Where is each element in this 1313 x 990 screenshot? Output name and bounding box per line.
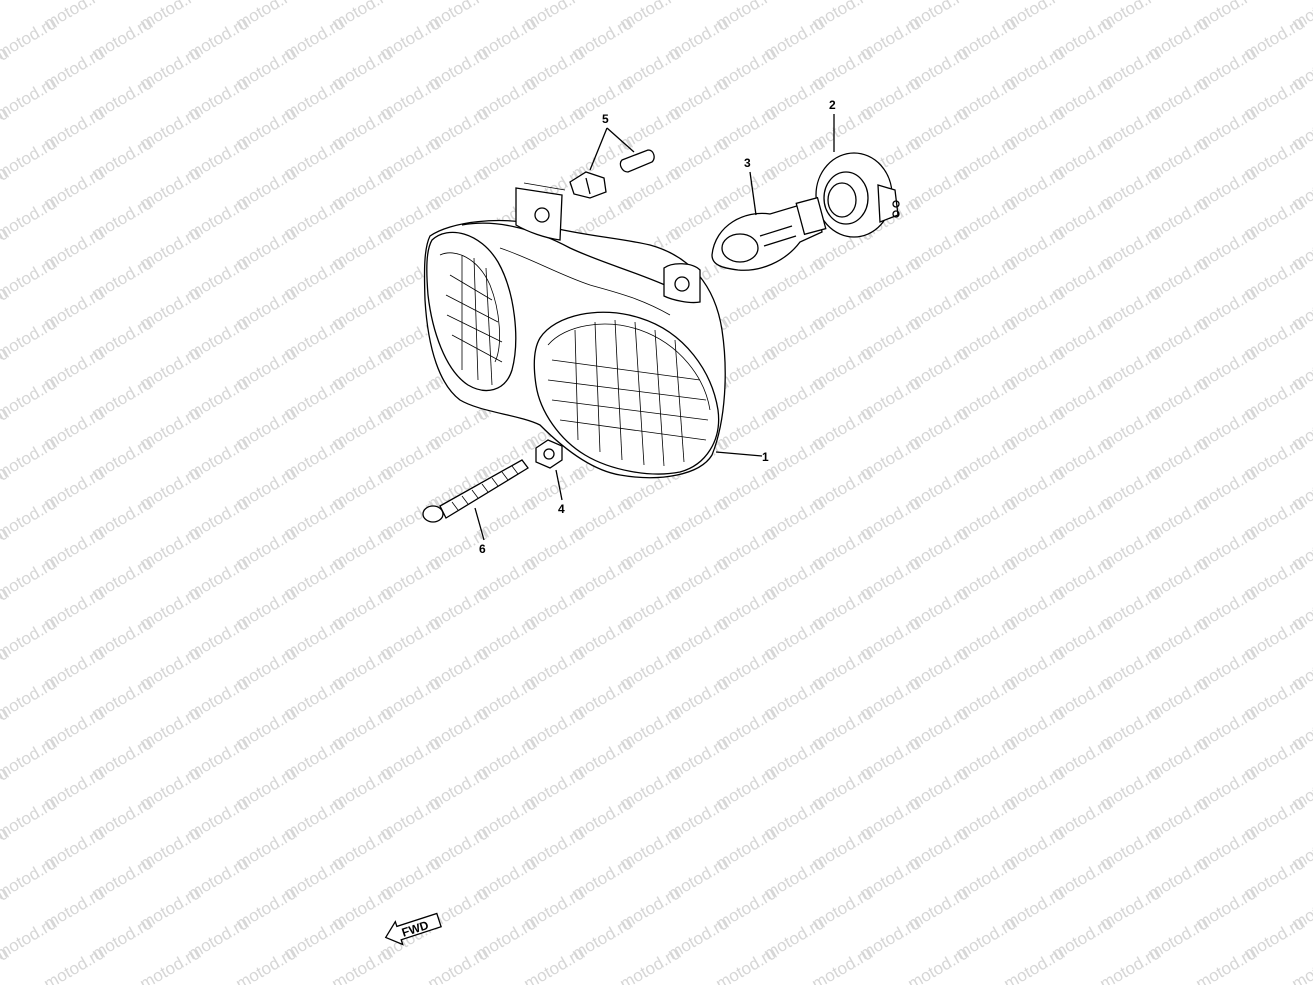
watermark-text: motod.ru bbox=[137, 943, 205, 985]
watermark-text: motod.ru bbox=[713, 943, 781, 985]
watermark-text: motod.ru bbox=[425, 943, 493, 985]
watermark-text: motod.ru bbox=[617, 943, 685, 985]
callout-2: 2 bbox=[829, 98, 836, 112]
callout-5: 5 bbox=[602, 112, 609, 126]
watermark-text: motod.ru bbox=[905, 943, 973, 985]
watermark-text: motod.ru bbox=[233, 943, 301, 985]
watermark-text: motod.ru bbox=[1001, 943, 1069, 985]
watermark-text: motod.ru bbox=[1289, 943, 1313, 985]
watermark-text: motod.ru bbox=[329, 943, 397, 985]
watermark-text: motod.ru bbox=[1193, 943, 1261, 985]
watermark-text: motod.ru bbox=[41, 943, 109, 985]
callout-6: 6 bbox=[479, 542, 486, 556]
callout-1: 1 bbox=[762, 450, 769, 464]
callout-4: 4 bbox=[558, 502, 565, 516]
callout-3: 3 bbox=[744, 156, 751, 170]
watermark-text: motod.ru bbox=[521, 943, 589, 985]
watermark-text: motod.ru bbox=[1097, 943, 1165, 985]
watermark-text: motod.ru bbox=[0, 0, 12, 33]
watermark-text: motod.ru bbox=[809, 943, 877, 985]
